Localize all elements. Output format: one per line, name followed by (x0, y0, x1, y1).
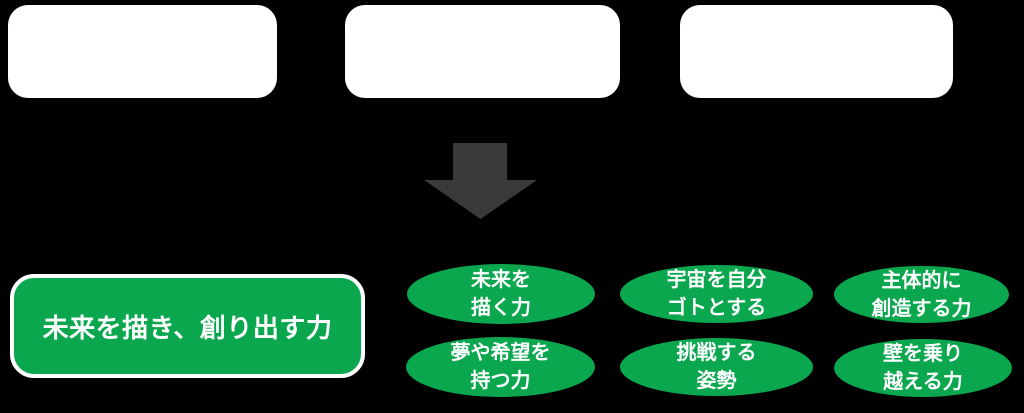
ability-ellipse-future-drawing: 未来を 描く力 (407, 264, 595, 324)
ability-ellipse-dreams-hopes: 夢や希望を 持つ力 (406, 337, 595, 397)
top-box-2 (345, 5, 620, 98)
ellipse-label-line: 持つ力 (470, 370, 531, 392)
ellipse-label-line: 未来を (471, 269, 531, 291)
ellipse-label-line: ゴトとする (666, 297, 767, 319)
ellipse-label-line: 創造する力 (871, 297, 972, 320)
ellipse-label-line: 描く力 (471, 297, 531, 319)
ellipse-label-line: 越える力 (883, 371, 963, 393)
top-box-3 (680, 5, 953, 98)
ellipse-label-line: 姿勢 (696, 370, 737, 392)
ability-ellipse-space-ownership: 宇宙を自分 ゴトとする (620, 265, 813, 323)
ellipse-label-line: 宇宙を自分 (666, 269, 767, 291)
ellipse-label-line: 挑戦する (676, 342, 757, 364)
ellipse-label-line: 夢や希望を (450, 342, 551, 364)
top-box-1 (8, 5, 277, 98)
down-arrow-icon (424, 143, 537, 219)
ellipse-label-line: 主体的に (881, 269, 962, 292)
ability-ellipse-proactive-creation: 主体的に 創造する力 (834, 266, 1009, 323)
ability-ellipse-overcome-walls: 壁を乗り 越える力 (834, 339, 1012, 397)
ellipse-label-line: 壁を乗り (883, 343, 963, 365)
main-ability-box: 未来を描き、創り出す力 (10, 274, 365, 378)
main-ability-label: 未来を描き、創り出す力 (42, 312, 333, 343)
ability-ellipse-challenge-attitude: 挑戦する 姿勢 (620, 338, 813, 396)
